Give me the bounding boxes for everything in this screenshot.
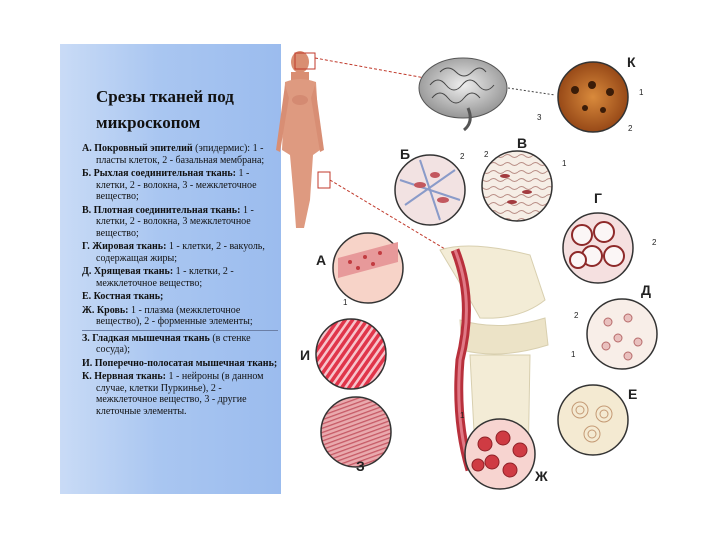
label-e: Е [628,386,637,402]
circle-smooth-muscle [321,397,391,467]
callout-k-2: 2 [628,124,632,133]
callout-k-1: 1 [639,88,643,97]
label-zh: Ж [535,468,548,484]
label-d: Д [641,282,651,298]
callout-k-3: 3 [537,113,541,122]
callout-v-2: 2 [484,150,488,159]
label-a: А [316,252,326,268]
callout-b-2: 2 [460,152,464,161]
callout-d-1: 1 [571,350,575,359]
callout-zh-1: 1 [460,411,464,420]
pointer-head-to-brain [315,58,425,78]
brain-illustration [419,58,507,130]
label-k: К [627,54,636,70]
callout-d-2: 2 [574,311,578,320]
circle-cartilage-tissue [587,299,657,369]
circle-dense-connective-tissue [482,151,552,221]
callout-a-1: 1 [343,298,347,307]
human-figure [276,51,324,228]
knee-highlight-box [318,172,330,188]
circle-bone-tissue [558,385,628,455]
label-z: З [356,458,365,474]
circle-nervous-tissue [558,62,628,132]
label-v: В [517,135,527,151]
label-i: И [300,347,310,363]
label-g: Г [594,190,602,206]
label-b: Б [400,146,410,162]
callout-g-2: 2 [652,238,656,247]
circle-striated-muscle [316,319,386,389]
callout-v-1: 1 [562,159,566,168]
